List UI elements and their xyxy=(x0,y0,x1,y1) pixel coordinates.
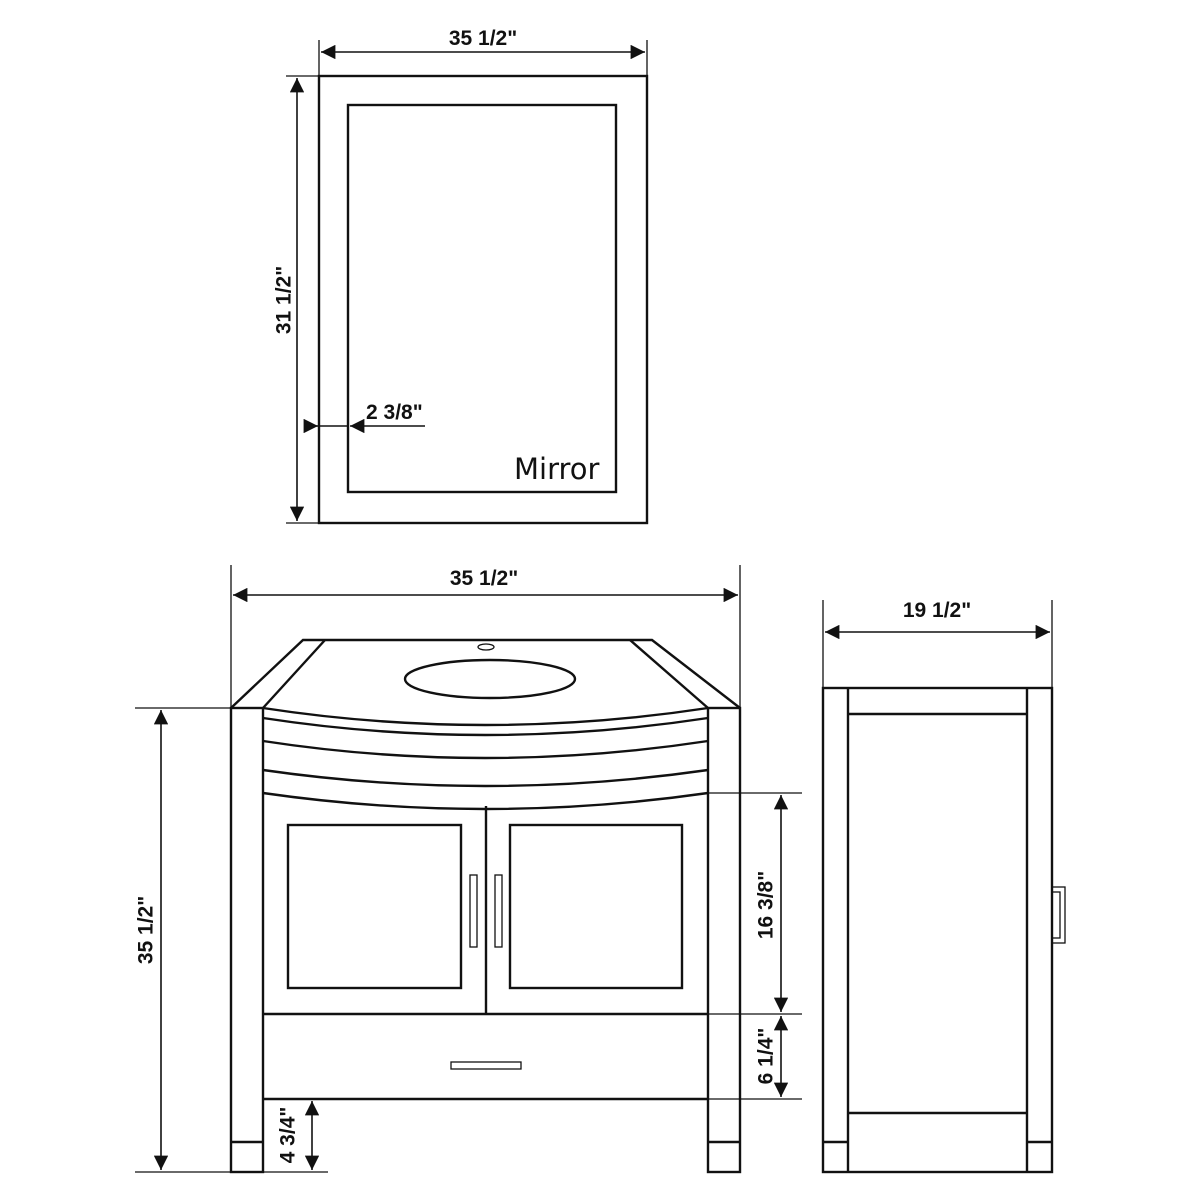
vanity-front-view xyxy=(135,565,802,1174)
leg-height-label: 4 3/4" xyxy=(276,1106,300,1164)
mirror-height-label: 31 1/2" xyxy=(272,265,296,335)
vanity-height-label: 35 1/2" xyxy=(134,895,158,965)
door-height-label: 16 3/8" xyxy=(754,870,778,940)
door-drawer-dimensions xyxy=(708,792,802,1100)
side-depth-dimension xyxy=(822,600,1053,688)
vanity-width-label: 35 1/2" xyxy=(449,567,519,590)
mirror-glass xyxy=(346,103,618,494)
countertop xyxy=(230,638,741,709)
mirror-height-dimension xyxy=(286,75,319,524)
side-outline xyxy=(821,686,1054,1174)
sink-basin xyxy=(403,658,577,700)
side-depth-label: 19 1/2" xyxy=(902,599,972,622)
mirror-width-label: 35 1/2" xyxy=(448,27,518,50)
drawer-handle xyxy=(450,1061,522,1070)
faucet-hole xyxy=(477,643,495,651)
vanity-width-dimension xyxy=(230,565,741,708)
mirror-name-label: Mirror xyxy=(514,452,600,486)
vanity-side-view xyxy=(821,600,1066,1174)
drawer xyxy=(263,1012,708,1101)
left-leg xyxy=(229,706,265,1174)
right-door-panel xyxy=(508,823,684,990)
side-door-handle xyxy=(1051,886,1066,944)
vanity-height-dimension xyxy=(135,707,231,1173)
leg-height-dimension xyxy=(263,1101,328,1173)
mirror-frame-label: 2 3/8" xyxy=(366,401,423,424)
drawer-height-label: 6 1/4" xyxy=(754,1027,778,1085)
mirror-view xyxy=(286,40,649,525)
mirror-width-dimension xyxy=(318,40,648,76)
right-leg xyxy=(706,706,742,1174)
cabinet-doors xyxy=(286,806,684,1014)
left-door-handle xyxy=(469,874,478,948)
curved-front-rails xyxy=(262,706,709,811)
right-door-handle xyxy=(494,874,503,948)
left-door-panel xyxy=(286,823,463,990)
mirror-outer-frame xyxy=(317,74,649,525)
